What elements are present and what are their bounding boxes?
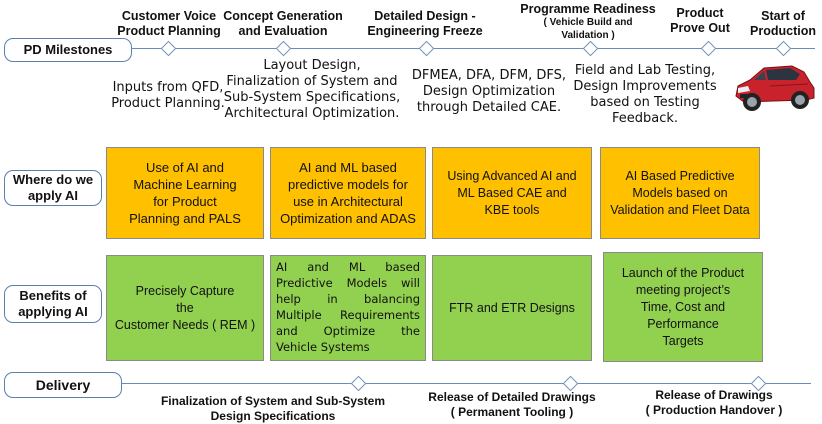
red-suv-car-icon bbox=[735, 65, 815, 111]
milestone-title-2: Concept Generation and Evaluation bbox=[223, 9, 343, 38]
milestone-desc-4: Field and Lab Testing, Design Improvemen… bbox=[573, 63, 717, 126]
delivery-marker-2 bbox=[562, 375, 579, 392]
row-label-where-apply-ai-text: Where do we apply AI bbox=[12, 172, 94, 203]
milestone-title-6: Start of Production bbox=[750, 9, 816, 38]
milestone-marker-5 bbox=[700, 40, 717, 57]
benefit-box-3: FTR and ETR Designs bbox=[432, 255, 592, 361]
ai-box-3: Using Advanced AI and ML Based CAE and K… bbox=[432, 147, 592, 239]
ai-box-4: AI Based Predictive Models based on Vali… bbox=[600, 147, 760, 239]
delivery-marker-1 bbox=[350, 375, 367, 392]
delivery-timeline bbox=[121, 383, 811, 384]
benefit-box-1: Precisely Capture the Customer Needs ( R… bbox=[106, 255, 264, 361]
delivery-item-2: Release of Detailed Drawings ( Permanent… bbox=[428, 390, 596, 419]
milestone-subtitle-4: ( Vehicle Build and Validation ) bbox=[543, 17, 633, 41]
ai-box-2: AI and ML based predictive models for us… bbox=[270, 147, 426, 239]
milestone-marker-3 bbox=[418, 40, 435, 57]
milestone-desc-3: DFMEA, DFA, DFM, DFS, Design Optimizatio… bbox=[411, 68, 567, 115]
delivery-item-3: Release of Drawings ( Production Handove… bbox=[645, 388, 783, 417]
row-label-benefits-text: Benefits of applying AI bbox=[18, 288, 88, 319]
milestone-title-5: Product Prove Out bbox=[670, 6, 730, 35]
row-label-delivery: Delivery bbox=[4, 372, 122, 398]
milestone-marker-1 bbox=[160, 40, 177, 57]
milestone-marker-2 bbox=[275, 40, 292, 57]
milestone-title-3: Detailed Design - Engineering Freeze bbox=[367, 9, 483, 38]
milestone-marker-6 bbox=[775, 40, 792, 57]
benefit-box-4: Launch of the Product meeting project’s … bbox=[603, 252, 763, 362]
row-label-where-apply-ai: Where do we apply AI bbox=[4, 170, 102, 206]
row-label-benefits: Benefits of applying AI bbox=[4, 285, 102, 323]
ai-box-1: Use of AI and Machine Learning for Produ… bbox=[106, 147, 264, 239]
milestone-timeline bbox=[131, 48, 815, 49]
benefit-box-2: AI and ML based Predictive Models will h… bbox=[270, 255, 426, 361]
milestone-title-1: Customer Voice Product Planning bbox=[117, 9, 221, 38]
milestone-desc-2: Layout Design, Finalization of System an… bbox=[223, 58, 401, 121]
car-image bbox=[730, 58, 818, 116]
milestone-title-4: Programme Readiness bbox=[520, 2, 656, 16]
row-label-pd-milestones: PD Milestones bbox=[4, 38, 132, 62]
row-label-pd-milestones-text: PD Milestones bbox=[23, 42, 113, 57]
row-label-delivery-text: Delivery bbox=[35, 377, 91, 393]
delivery-item-1: Finalization of System and Sub-System De… bbox=[160, 394, 386, 423]
milestone-desc-1: Inputs from QFD, Product Planning. bbox=[111, 80, 225, 111]
milestone-marker-4 bbox=[582, 40, 599, 57]
